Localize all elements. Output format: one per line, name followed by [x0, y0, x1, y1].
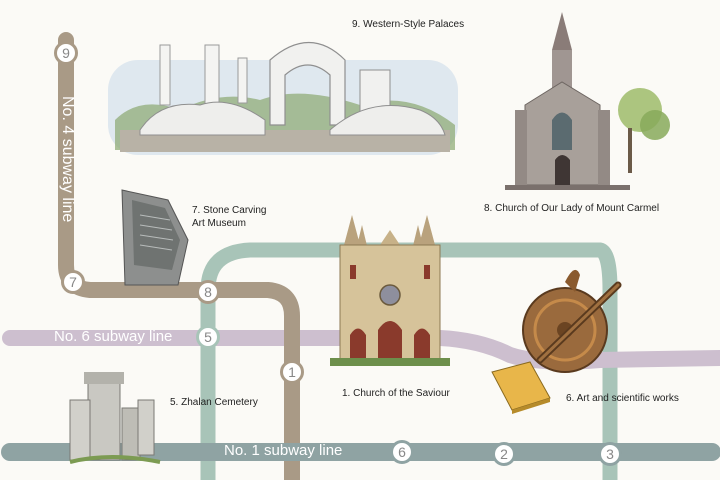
station-2[interactable]: 2	[492, 442, 516, 466]
station-3[interactable]: 3	[598, 442, 622, 466]
ruins-illustration	[108, 41, 458, 155]
line-4-label: No. 4 subway line	[59, 96, 76, 223]
art-works-label: 6. Art and scientific works	[566, 393, 679, 404]
station-6[interactable]: 6	[390, 440, 414, 464]
stone-stele-illustration	[121, 189, 189, 286]
line-1-label: No. 1 subway line	[224, 442, 343, 459]
stone-museum-label-line-2: Art Museum	[192, 218, 246, 229]
station-9[interactable]: 9	[54, 41, 78, 65]
line-6-label: No. 6 subway line	[54, 328, 173, 345]
zhalan-label: 5. Zhalan Cemetery	[170, 397, 258, 408]
stone-museum-label-line-1: 7. Stone Carving	[192, 205, 267, 216]
station-5[interactable]: 5	[196, 325, 220, 349]
station-7[interactable]: 7	[61, 270, 85, 294]
church-carmel-illustration	[505, 12, 670, 190]
astrolabe-illustration	[522, 269, 622, 373]
station-1[interactable]: 1	[280, 360, 304, 384]
tombstones-illustration	[69, 372, 161, 464]
carmel-label: 8. Church of Our Lady of Mount Carmel	[484, 203, 660, 214]
saviour-label: 1. Church of the Saviour	[342, 388, 450, 399]
loop-line	[200, 242, 618, 480]
book-icon	[491, 361, 551, 414]
stone-museum-label: 7. Stone Carving Art Museum	[192, 204, 267, 230]
palaces-label: 9. Western-Style Palaces	[352, 19, 465, 30]
cathedral-illustration	[330, 215, 450, 366]
station-8[interactable]: 8	[196, 280, 220, 304]
